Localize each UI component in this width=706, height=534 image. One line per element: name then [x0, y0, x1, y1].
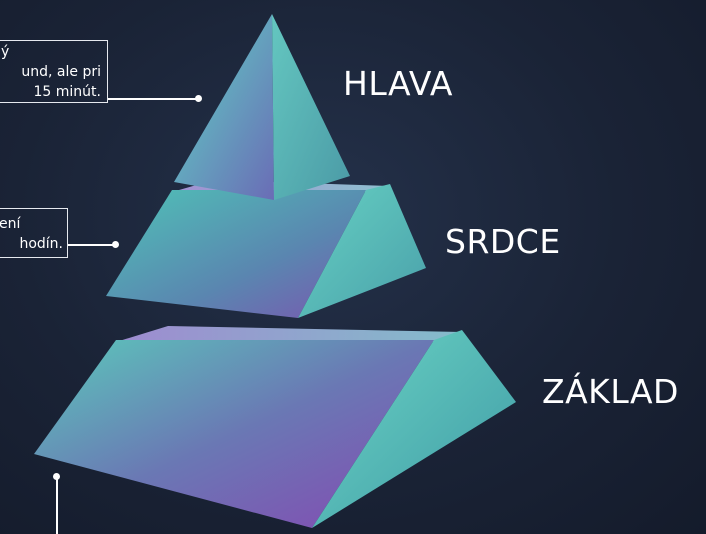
pyramid-middle-tier: [106, 180, 426, 318]
top-tier-right-face: [272, 14, 350, 200]
connector-base: [56, 477, 58, 534]
note-middle-line-2: hodín.: [19, 236, 63, 252]
note-top-line-2: und, ale pri: [21, 64, 101, 80]
connector-dot-base: [53, 473, 60, 480]
base-tier-left-face: [34, 340, 434, 528]
pyramid-base-tier: [34, 326, 516, 528]
base-tier-top-face: [116, 326, 462, 342]
middle-tier-right-face: [298, 184, 426, 318]
level-label-top: HLAVA: [343, 64, 453, 103]
middle-tier-left-face: [106, 190, 366, 318]
connector-middle: [68, 244, 116, 246]
note-top-line-3: 15 minút.: [33, 84, 101, 100]
level-label-base: ZÁKLAD: [542, 372, 679, 411]
top-tier-left-face: [174, 14, 274, 200]
pyramid-top-tier: [174, 14, 350, 200]
base-tier-right-face: [312, 330, 516, 528]
note-box-top: ý und, ale pri 15 minút.: [0, 40, 108, 103]
connector-dot-middle: [112, 241, 119, 248]
note-top-line-1: ý: [1, 44, 10, 60]
level-label-middle: SRDCE: [445, 222, 561, 261]
note-middle-line-1: ení: [0, 216, 21, 232]
connector-top: [108, 98, 199, 100]
connector-dot-top: [195, 95, 202, 102]
note-box-middle: ení hodín.: [0, 208, 68, 258]
